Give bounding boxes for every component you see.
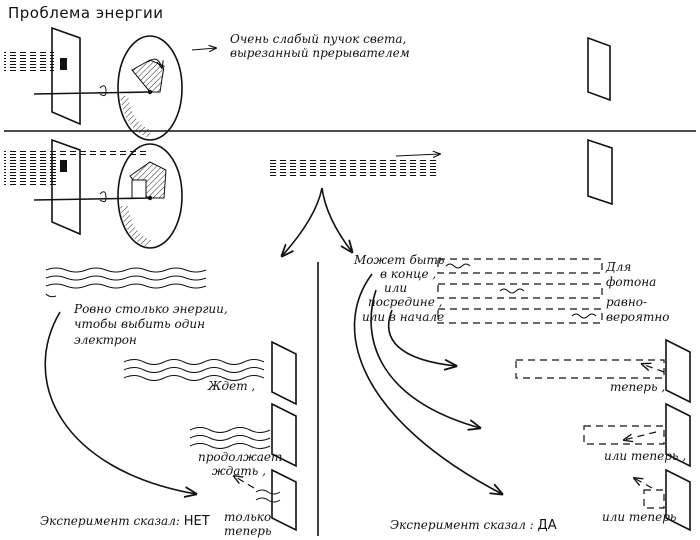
left-keeps-waiting-line1: продолжает: [198, 450, 283, 464]
right-or-start: или в начале: [362, 310, 445, 324]
right-maybe-line1: Может быть: [354, 253, 445, 267]
right-photon-line1: Для: [606, 260, 632, 274]
row2-rotation-mark: [99, 191, 107, 203]
right-photon-line4: вероятно: [606, 310, 670, 324]
left-energy-note-line2: чтобы выбить один: [74, 317, 205, 331]
left-verdict-prefix: Эксперимент сказал:: [40, 514, 180, 528]
right-verdict: Эксперимент сказал : ДА: [390, 518, 557, 533]
right-short-arrow: [387, 309, 456, 366]
row2-aperture-plate: [51, 138, 81, 236]
left-wave-packet: [45, 267, 207, 298]
left-verdict-answer: НЕТ: [183, 514, 210, 529]
right-verdict-answer: ДА: [537, 518, 557, 533]
diagram-title: Проблема энергии: [8, 4, 164, 22]
top-beam-arrow: [191, 48, 216, 50]
row2-detector-plate: [587, 138, 613, 206]
left-only-now-line1: только: [224, 510, 272, 524]
right-verdict-prefix: Эксперимент сказал :: [390, 518, 534, 532]
row2-chopper-axle: [33, 197, 151, 201]
right-photon-line3: равно-: [606, 295, 648, 309]
right-plate-2: [583, 402, 691, 468]
top-chopper-axle: [33, 91, 151, 95]
top-beam-input: [4, 50, 54, 72]
right-photon-line2: фотона: [606, 275, 657, 289]
right-photon-tracks: [437, 258, 603, 324]
top-detector-plate: [587, 36, 611, 102]
left-keeps-waiting-line2: ждать ,: [212, 464, 266, 478]
left-energy-note-line3: электрон: [74, 333, 137, 347]
right-plate-1: [515, 338, 691, 404]
right-now-label: теперь ,: [610, 380, 666, 394]
right-or1: или: [384, 281, 408, 295]
left-waits-label: Ждет ,: [208, 379, 256, 393]
right-mid-arrow: [370, 289, 480, 428]
left-plate-2: [189, 402, 297, 468]
left-long-arrow: [44, 311, 196, 494]
top-beam-note-line1: Очень слабый пучок света,: [230, 32, 407, 46]
row2-chopper-disk: [117, 143, 183, 249]
left-plate-3: [234, 468, 297, 532]
branch-arrow-right: [321, 187, 352, 252]
row2-light-pulse: [270, 154, 440, 176]
right-maybe-line2: в конце ,: [380, 267, 437, 281]
branch-arrow-left: [282, 187, 323, 256]
left-verdict: Эксперимент сказал: НЕТ: [40, 514, 210, 529]
row2-beam-input: [4, 150, 148, 186]
left-plate-1: [123, 340, 297, 406]
right-or-now-1: или теперь ,: [604, 449, 687, 463]
right-plate-3: [634, 468, 691, 532]
right-middle: посредине ,: [368, 295, 443, 309]
top-rotation-mark: [99, 85, 107, 97]
top-beam-note-line2: вырезанный прерывателем: [230, 46, 410, 60]
right-or-now-2: или теперь: [602, 510, 677, 524]
left-only-now-line2: теперь: [224, 524, 272, 538]
left-energy-note-line1: Ровно столько энергии,: [74, 302, 228, 316]
right-long-arrow: [353, 273, 502, 494]
top-aperture-plate: [51, 26, 81, 126]
top-chopper-disk: [117, 35, 183, 141]
